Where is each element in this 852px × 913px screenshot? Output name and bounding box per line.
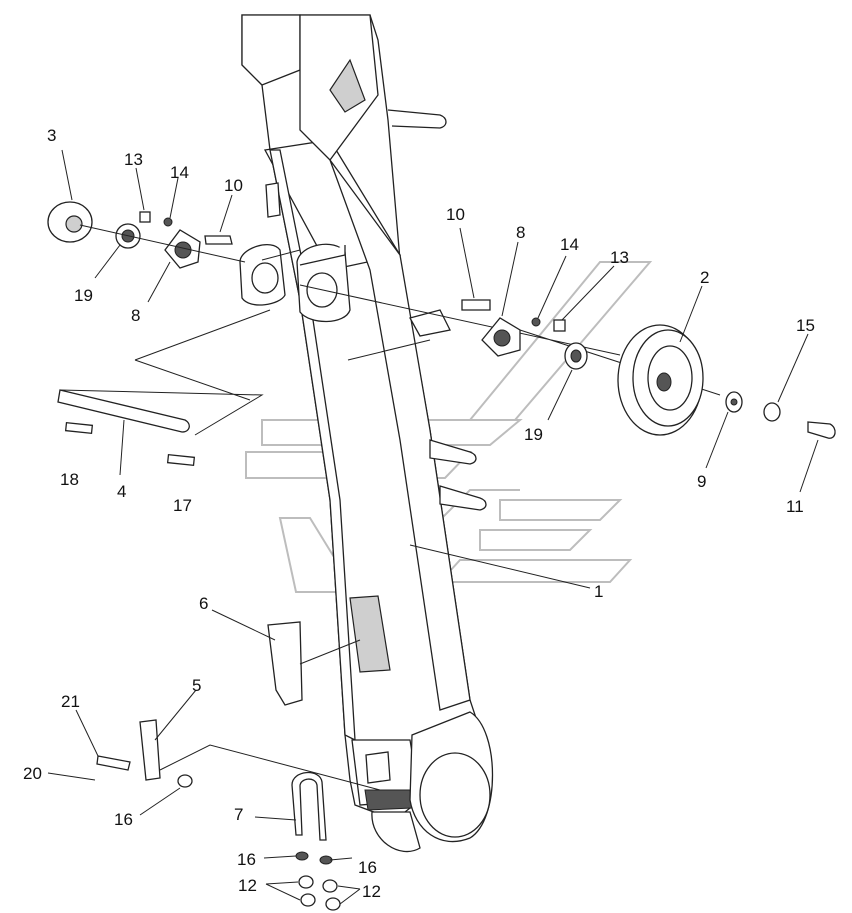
callout-8-left: 8: [131, 306, 140, 325]
callout-14-left: 14: [170, 163, 189, 182]
callout-12-left: 12: [238, 876, 257, 895]
part-5-bracket: [139, 719, 381, 791]
leader-lines: [47, 149, 819, 905]
callout-21: 21: [61, 692, 80, 711]
callout-18: 18: [60, 470, 79, 489]
part-18-key: [64, 421, 94, 435]
callout-14-right: 14: [560, 235, 579, 254]
part-2-pulley: [617, 324, 704, 436]
callout-7: 7: [234, 805, 243, 824]
callout-19-right: 19: [524, 425, 543, 444]
callout-13-left: 13: [124, 150, 143, 169]
part-12-nuts: [298, 875, 341, 911]
part-8-flange-left: [164, 229, 201, 269]
callout-11: 11: [786, 497, 804, 516]
callout-19-left: 19: [74, 286, 93, 305]
callout-16-left: 16: [114, 810, 133, 829]
part-17-key: [166, 453, 196, 467]
callout-10-right: 10: [446, 205, 465, 224]
callout-3: 3: [47, 126, 56, 145]
part-21-pin: [96, 755, 131, 771]
part-14-washer-left: [163, 217, 173, 227]
part-11-bolt: [807, 421, 836, 439]
callout-20: 20: [23, 764, 42, 783]
callout-labels: 3 13 14 10 19 8 10 8 14 13 2 15 19 9 11 …: [23, 126, 815, 901]
callout-9: 9: [697, 472, 706, 491]
part-14-washer-right: [531, 317, 541, 327]
callout-17: 17: [173, 496, 192, 515]
part-10-bolt-left: [204, 235, 233, 245]
callout-13-right: 13: [610, 248, 629, 267]
part-9-washer: [725, 391, 743, 413]
callout-12-right: 12: [362, 882, 381, 901]
part-8-flange-right: [481, 317, 521, 357]
callout-16-bottom-left: 16: [237, 850, 256, 869]
callout-4: 4: [117, 482, 126, 501]
part-7-u-bolt: [291, 771, 327, 841]
part-15-nut: [763, 402, 781, 422]
callout-1: 1: [594, 582, 603, 601]
part-16-washer-left: [177, 774, 193, 788]
part-10-bolt-right: [461, 299, 491, 311]
part-4-shaft: [57, 309, 271, 436]
part-19-bearing-right: [564, 342, 588, 370]
callout-6: 6: [199, 594, 208, 613]
callout-5: 5: [192, 676, 201, 695]
callout-2: 2: [700, 268, 709, 287]
callout-10-left: 10: [224, 176, 243, 195]
callout-15: 15: [796, 316, 815, 335]
part-3-cap: [47, 201, 93, 243]
part-6-plate: [267, 621, 361, 706]
part-13-nut-right: [553, 319, 566, 332]
callout-8-right: 8: [516, 223, 525, 242]
part-16-washers-bottom: [295, 851, 333, 865]
part-13-nut-left: [139, 211, 151, 223]
boom-frame: [239, 14, 494, 853]
callout-16-bottom-right: 16: [358, 858, 377, 877]
